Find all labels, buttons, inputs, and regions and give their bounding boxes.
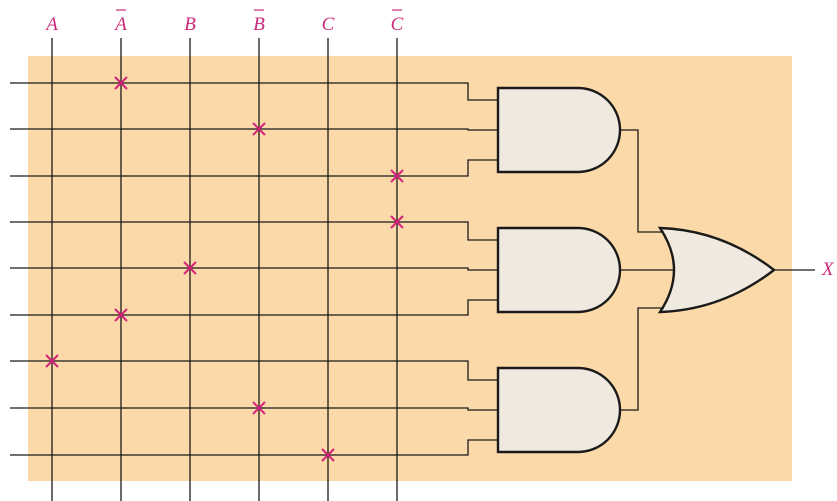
input-label-3: B — [253, 14, 265, 35]
wire-and3-to-or — [620, 307, 664, 411]
input-label-0: A — [44, 14, 58, 35]
product-line-1 — [10, 128, 498, 131]
wire-and1-to-or — [620, 129, 664, 233]
input-label-2: B — [184, 14, 196, 35]
or-gate — [657, 226, 776, 314]
fuse-mark-8 — [321, 448, 335, 462]
product-line-0 — [10, 82, 498, 101]
and-gate-3 — [496, 366, 622, 454]
product-line-7 — [10, 407, 498, 411]
product-term-lines — [10, 82, 498, 456]
fuse-mark-4 — [183, 261, 197, 275]
input-column-lines — [51, 38, 398, 501]
fuse-mark-6 — [45, 354, 59, 368]
fuse-mark-5 — [114, 308, 128, 322]
fuse-connections — [45, 76, 404, 462]
fuse-mark-3 — [390, 215, 404, 229]
fuse-mark-2 — [390, 169, 404, 183]
product-line-3 — [10, 221, 498, 241]
product-line-8 — [10, 439, 498, 456]
product-line-6 — [10, 360, 498, 381]
input-label-1: A — [113, 14, 127, 35]
input-label-5: C — [391, 14, 404, 35]
logic-gates — [496, 86, 776, 454]
fuse-mark-0 — [114, 76, 128, 90]
input-label-4: C — [322, 14, 335, 35]
gate-interconnect-wires — [620, 129, 815, 411]
product-line-2 — [10, 159, 498, 177]
and-gate-1 — [496, 86, 622, 174]
output-label-x: X — [821, 259, 835, 280]
product-line-4 — [10, 267, 498, 271]
and-gate-2 — [496, 226, 622, 314]
fuse-mark-7 — [252, 401, 266, 415]
product-line-5 — [10, 299, 498, 316]
fuse-mark-1 — [252, 122, 266, 136]
